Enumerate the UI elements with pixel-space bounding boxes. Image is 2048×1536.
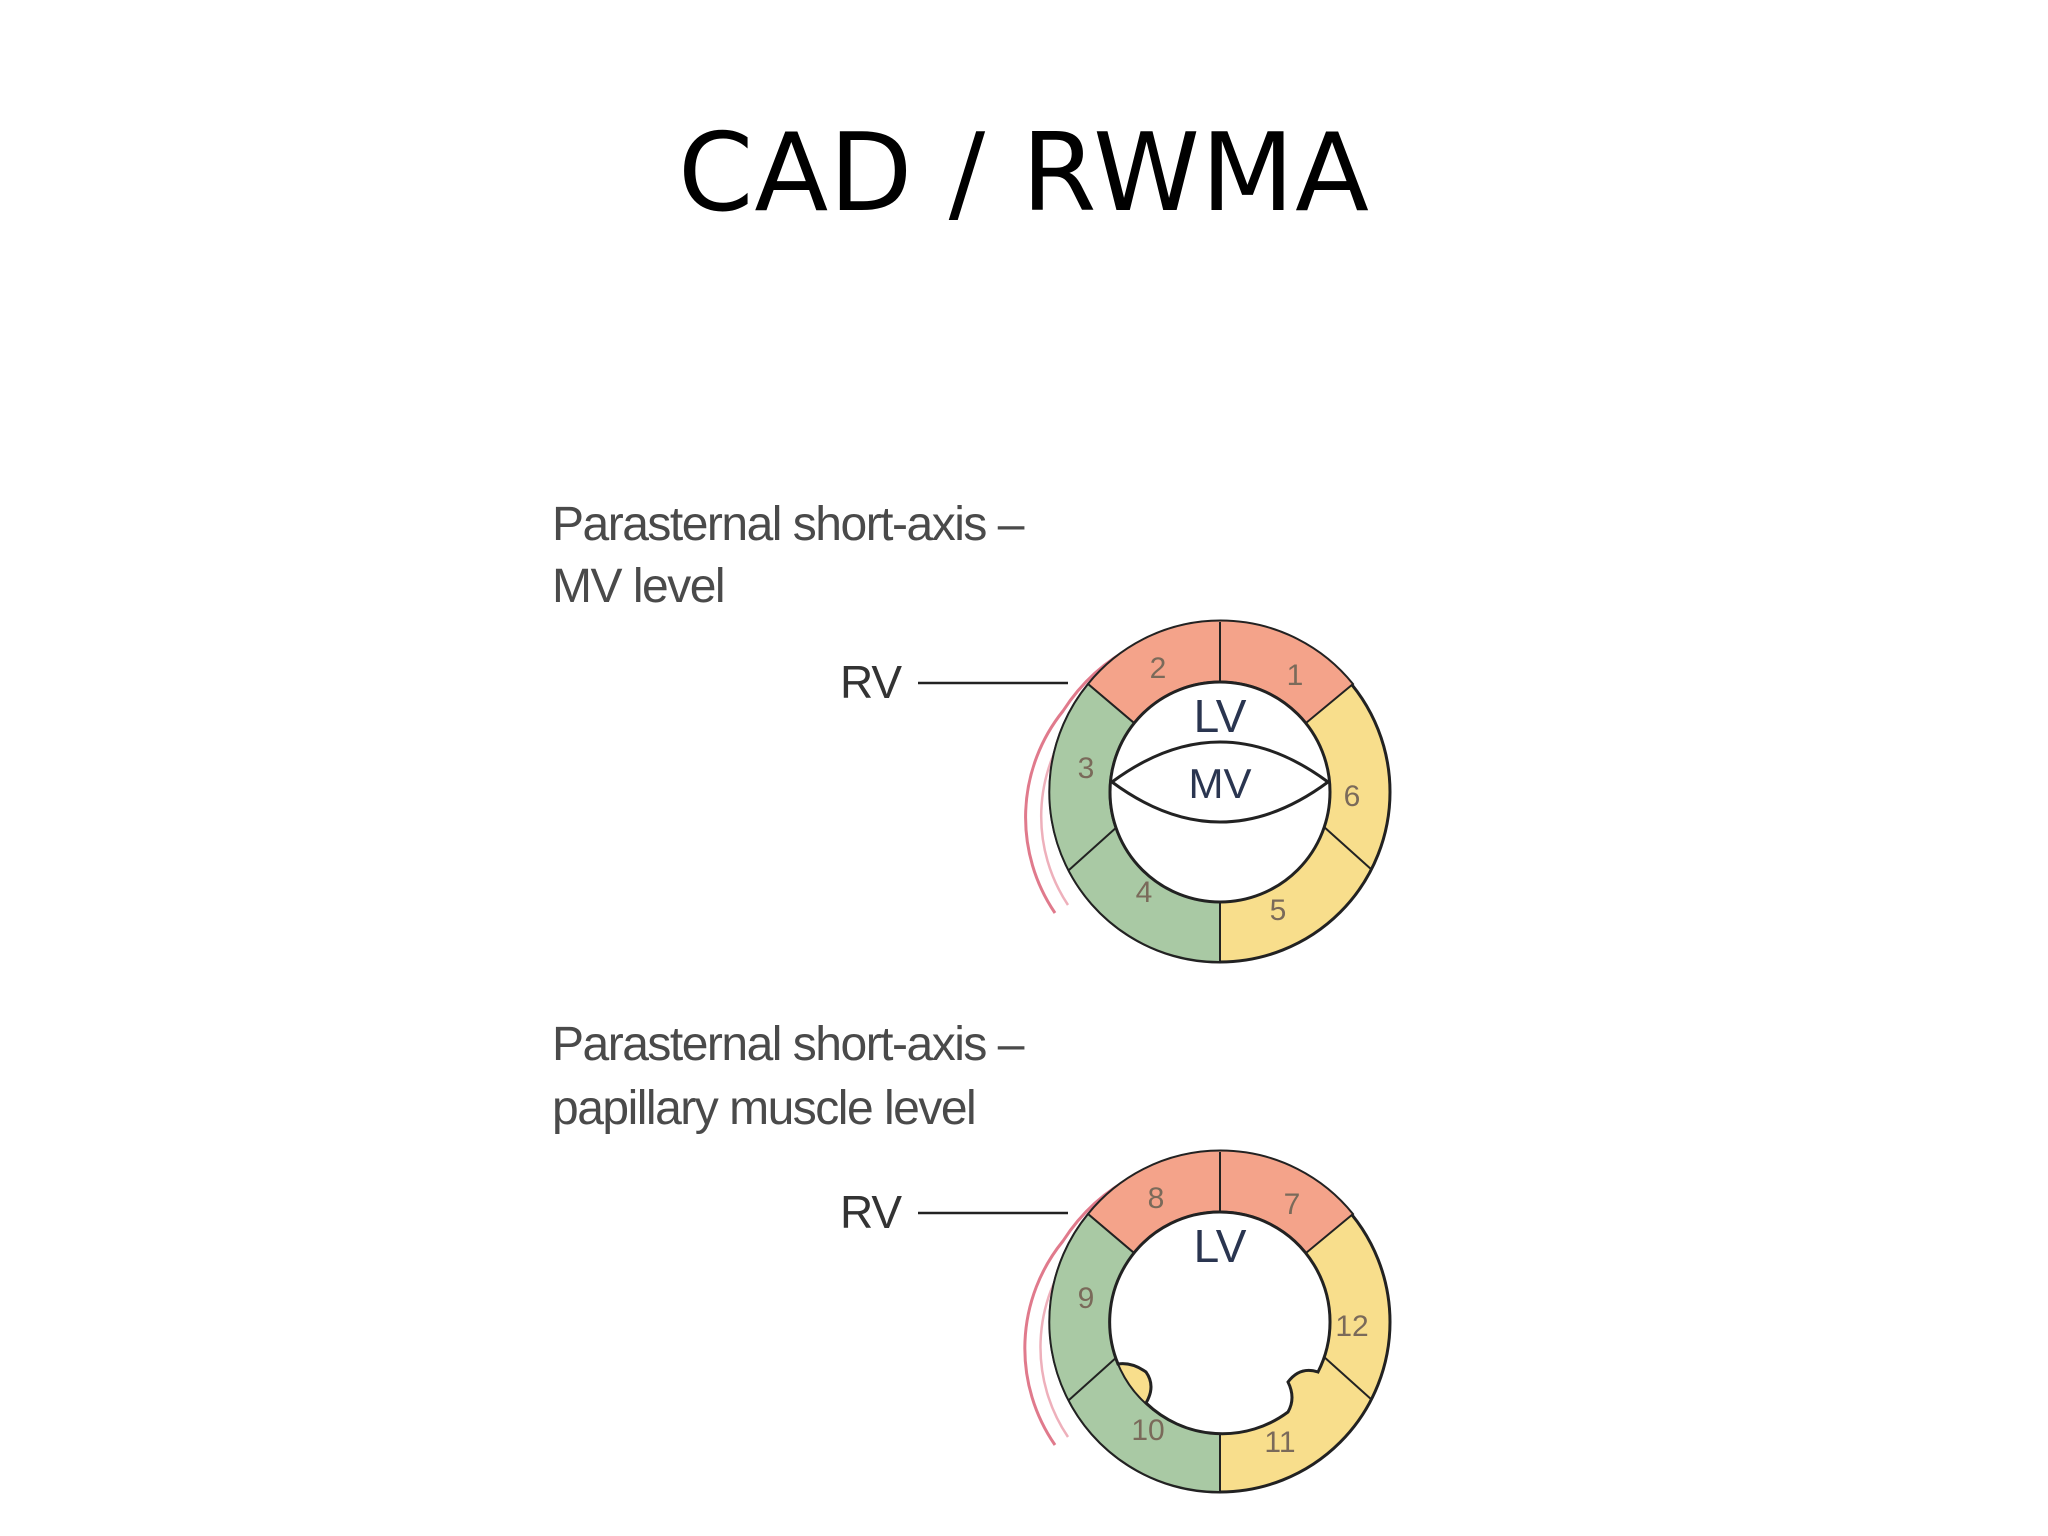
segment-diagram: Parasternal short-axis – MV level RV [552,498,1392,1494]
panel-2-segment-label: 9 [1078,1282,1095,1315]
panel-1-mv-label: MV [1189,760,1252,807]
panel-2-segment-label: 8 [1148,1182,1165,1215]
panel-2-segment-label: 10 [1131,1414,1164,1447]
panel-1-segment-label: 3 [1078,752,1095,785]
panel-2-lv-cavity [1108,1210,1332,1436]
panel-2-caption-line-2: papillary muscle level [552,1082,975,1135]
panel-1-mv-anterior-leaflet [1111,740,1329,784]
segment-diagram-figure: Parasternal short-axis – MV level RV [540,490,1400,1536]
panel-1-caption-line-2: MV level [552,560,724,613]
panel-1-rv-label: RV [840,656,902,708]
panel-1-segment-label: 4 [1136,876,1153,909]
panel-mv-level: Parasternal short-axis – MV level RV [552,498,1392,964]
panel-1-segment-label: 6 [1344,780,1361,813]
panel-2-segment-label: 12 [1335,1310,1368,1343]
panel-2-caption-line-1: Parasternal short-axis – [552,1018,1025,1071]
panel-1-segment-label: 5 [1270,894,1287,927]
panel-2-rv-label: RV [840,1186,902,1238]
panel-1-lv-cavity [1108,680,1332,904]
panel-1-lv-label: LV [1194,690,1247,742]
slide-title: CAD / RWMA [677,111,1370,236]
panel-2-segment-label: 7 [1284,1188,1301,1221]
panel-1-segment-label: 2 [1150,652,1167,685]
panel-2-lv-label: LV [1194,1220,1247,1272]
panel-papillary-level: Parasternal short-axis – papillary muscl… [552,1018,1392,1494]
panel-1-segment-label: 1 [1287,659,1304,692]
panel-1-caption-line-1: Parasternal short-axis – [552,498,1025,551]
panel-2-segment-label: 11 [1264,1426,1295,1459]
panel-1-mv-posterior-leaflet [1111,780,1329,824]
